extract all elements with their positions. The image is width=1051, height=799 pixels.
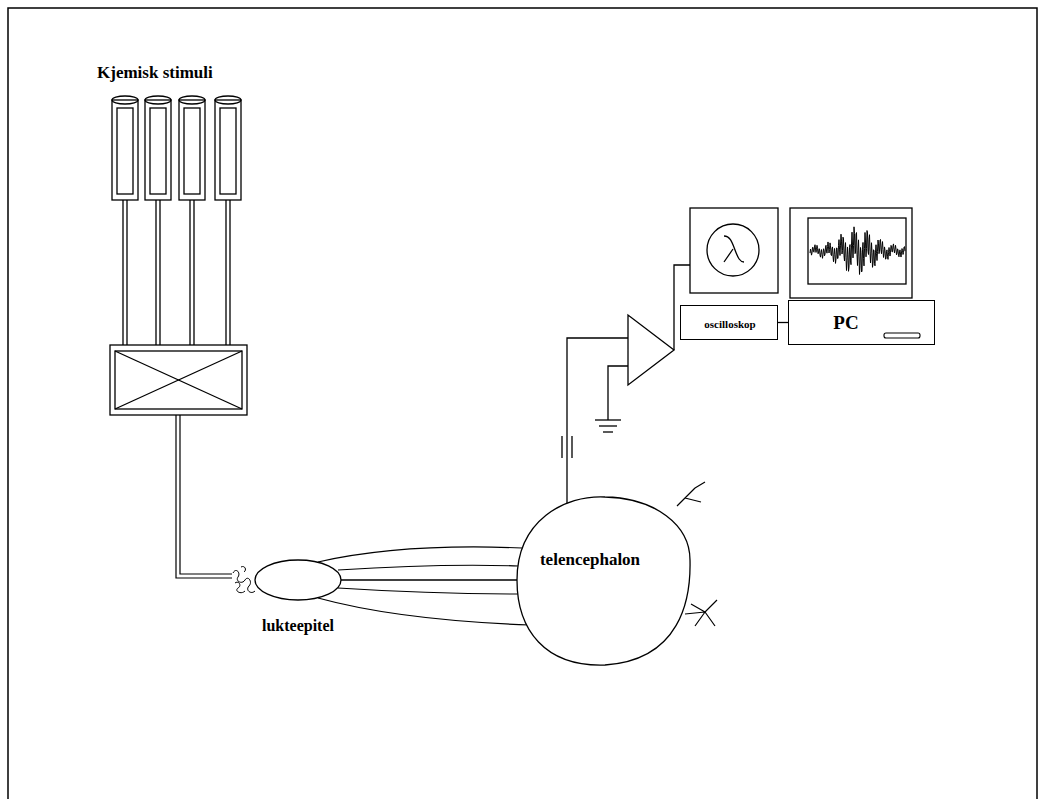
syringe-tube: [155, 200, 156, 345]
ground-symbol: [599, 425, 617, 426]
syringe: [145, 96, 171, 345]
frame: [8, 8, 1037, 799]
syringe: [112, 96, 138, 345]
monitor-frame: [790, 208, 912, 298]
input-wire: [567, 338, 628, 440]
oscilloscope-box: oscilloskop: [680, 305, 778, 340]
amplifier: [595, 265, 690, 432]
ground-symbol: [603, 431, 613, 432]
olfactory-epithelium: lukteepitel: [223, 555, 373, 637]
disk-slot: [884, 333, 920, 338]
epithelium-oval: [255, 560, 341, 600]
node-label: PC: [833, 313, 858, 334]
fibre: [318, 547, 522, 562]
scope-frame: [690, 208, 778, 293]
syringe-body: [112, 100, 138, 200]
monitor-screen: [808, 218, 906, 284]
valve-cross: [115, 351, 242, 409]
brain-process: [677, 482, 705, 506]
syringe-cap: [112, 96, 138, 104]
syringe-cap: [145, 96, 171, 104]
syringe-body: [179, 100, 205, 200]
figure-label: Kjemisk stimuli: [97, 64, 213, 83]
scope-dial: [707, 224, 759, 276]
tube-line: [180, 415, 232, 574]
node-label: telencephalon: [540, 551, 640, 570]
scope-screen: [690, 208, 778, 293]
syringe-cap: [179, 96, 205, 104]
valve-outer: [110, 345, 247, 415]
syringe-tube: [189, 200, 190, 345]
fibre: [318, 598, 530, 625]
syringe-tube: [193, 200, 194, 345]
valve-box: [110, 345, 247, 415]
syringe-group: [112, 96, 241, 345]
valve-cross: [115, 351, 242, 409]
pc-monitor: [790, 208, 912, 298]
syringe-tube: [225, 200, 226, 345]
pc-box: PC: [788, 300, 935, 345]
fibre: [338, 565, 519, 570]
syringe: [179, 96, 205, 345]
nerve-fibres: [318, 547, 530, 625]
fibre: [338, 588, 519, 594]
valve-inner: [115, 351, 242, 409]
node-label: lukteepitel: [262, 617, 334, 635]
amplifier-symbol: [628, 315, 674, 385]
syringe-inner: [184, 108, 200, 194]
node-label: oscilloskop: [704, 317, 755, 329]
syringe-tube: [126, 200, 127, 345]
signal-trace: [810, 227, 905, 275]
tube-line: [176, 415, 232, 578]
scope-trace-icon: [724, 236, 744, 262]
brain-region: telencephalon: [505, 480, 720, 680]
syringe-tube: [122, 200, 123, 345]
ground-symbol: [595, 419, 621, 420]
ground-wire: [608, 366, 628, 420]
receptor-cells: [233, 567, 255, 593]
syringe-inner: [220, 108, 236, 194]
syringe: [215, 96, 241, 345]
telencephalon-outline: [517, 497, 690, 665]
brain-process: [685, 600, 717, 626]
syringe-inner: [150, 108, 166, 194]
connector: [778, 322, 788, 323]
syringe-inner: [117, 108, 133, 194]
tube: [176, 415, 232, 578]
connector: [341, 579, 518, 580]
node-outline: [505, 480, 720, 680]
syringe-body: [145, 100, 171, 200]
syringe-tube: [159, 200, 160, 345]
node-outline: [789, 301, 934, 344]
syringe-cap: [215, 96, 241, 104]
syringe-body: [215, 100, 241, 200]
syringe-tube: [229, 200, 230, 345]
